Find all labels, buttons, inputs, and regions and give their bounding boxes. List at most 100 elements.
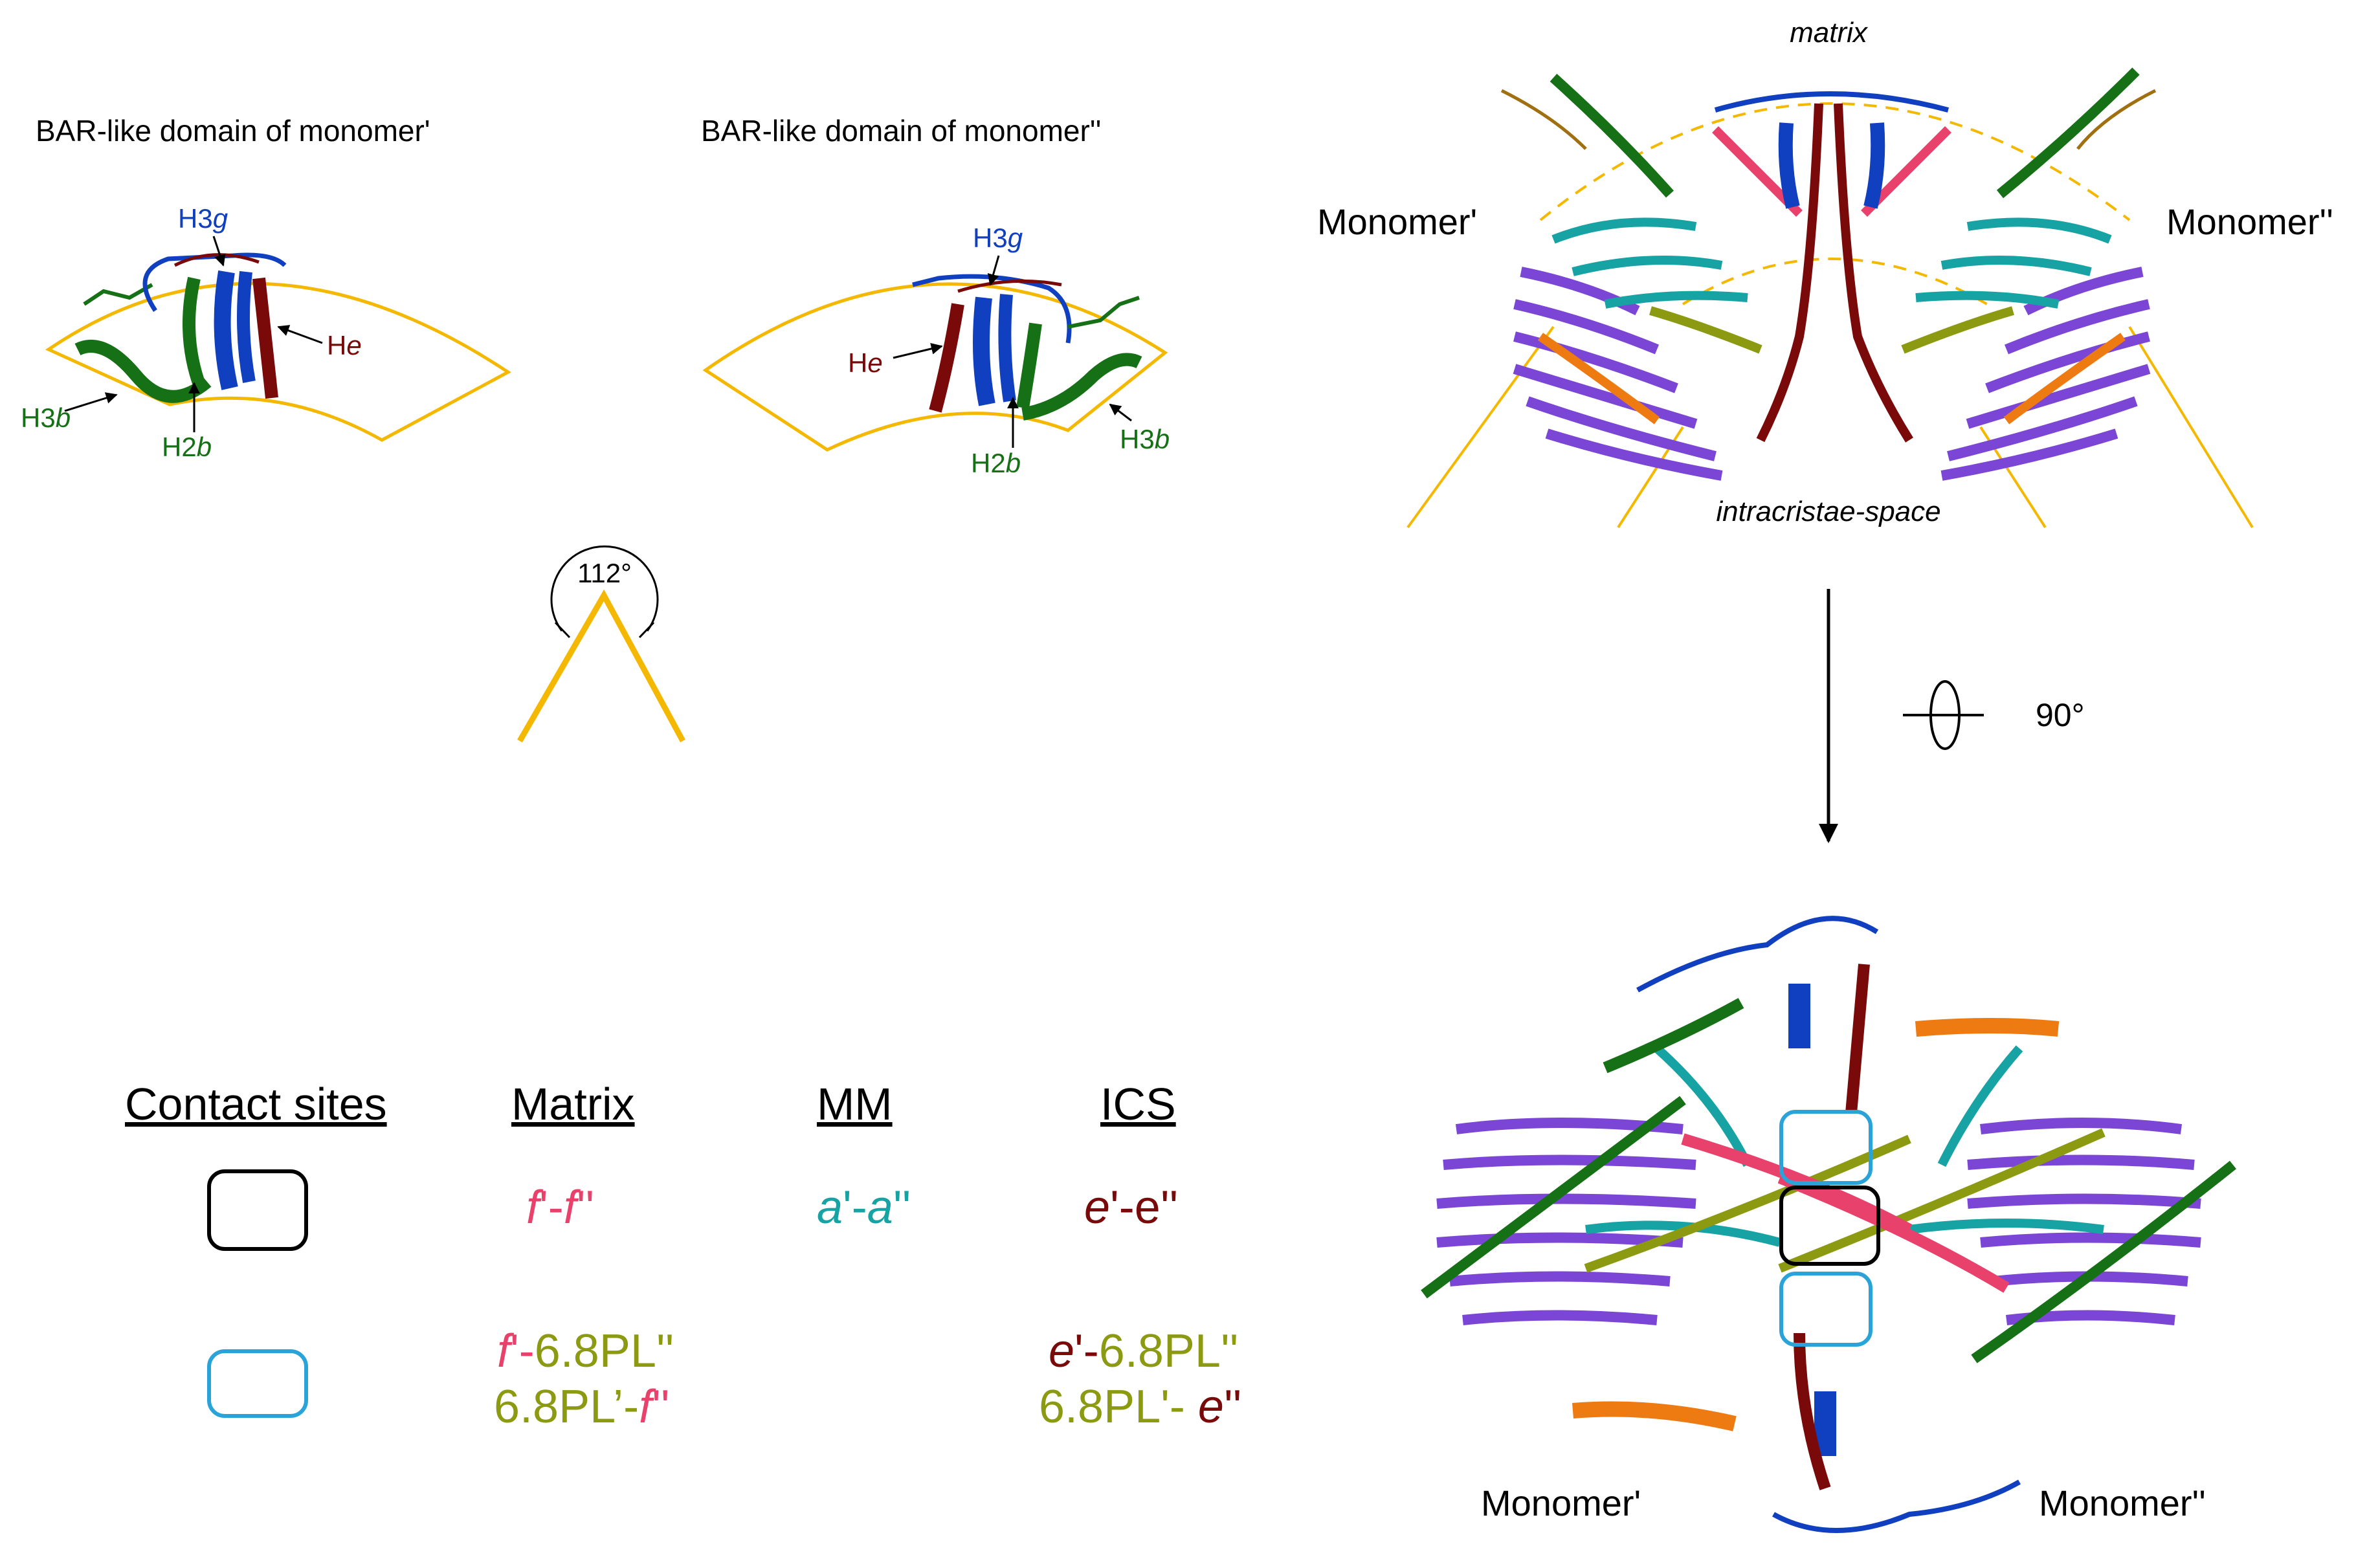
rotation-indicator: 90° (1819, 589, 2085, 843)
right-bar-domain: BAR-like domain of monomer'' H3g He H2b … (701, 114, 1170, 478)
right-label-h3g: H3g (973, 223, 1023, 253)
header-ics: ICS (1100, 1079, 1176, 1129)
angle-label: 112° (577, 558, 632, 588)
top-label-monomer-left: Monomer' (1317, 201, 1477, 242)
left-helix-h2b (183, 276, 207, 391)
right-helix-h3b (1021, 353, 1142, 421)
top-purple-right (1940, 267, 2151, 481)
legend-box-cyan (207, 1349, 308, 1418)
top-darkred-left (1756, 103, 1823, 443)
bottom-orange-top (1915, 1018, 2060, 1037)
right-helix-h3g (973, 296, 995, 406)
left-bar-domain: BAR-like domain of monomer' H3g He H3b H… (21, 114, 511, 462)
right-helix-he (929, 303, 964, 413)
bottom-label-monomer-left: Monomer' (1481, 1483, 1641, 1523)
top-structure-view: matrix intracristae-space Monomer' Monom… (1317, 17, 2333, 529)
left-arrow-h3g (212, 236, 226, 267)
top-olive-right (1901, 306, 2014, 354)
top-teal-right (1915, 217, 2112, 309)
row2-matrix-line2: 6.8PL’-f'' (494, 1381, 670, 1433)
bottom-darkred-top (1845, 964, 1870, 1114)
top-green-left (1550, 74, 1674, 198)
left-helix-h3g-b (237, 271, 256, 383)
bottom-olive (1584, 1128, 2106, 1273)
bottom-darkred-bottom (1794, 1332, 1831, 1490)
left-helix-h3b (74, 340, 212, 403)
row2-matrix-line1: f'-6.8PL'' (497, 1325, 674, 1377)
top-outline-right-outer (2128, 326, 2254, 529)
right-loop-green (1067, 296, 1140, 329)
left-loop-green (83, 283, 153, 306)
left-label-h3g: H3g (178, 203, 228, 234)
right-loop-darkred (957, 279, 1062, 293)
right-domain-title: BAR-like domain of monomer'' (701, 114, 1101, 148)
top-brown-right (2076, 89, 2157, 150)
rotation-label: 90° (2036, 697, 2085, 733)
legend-box-black (207, 1169, 308, 1251)
left-domain-title: BAR-like domain of monomer' (36, 114, 430, 148)
left-helix-h3g (214, 270, 238, 390)
row1-matrix: f'-f'' (526, 1182, 594, 1233)
top-blue-right (1863, 122, 1885, 209)
top-darkred-right (1834, 103, 1913, 443)
right-helix-h2b (1016, 322, 1042, 409)
bottom-structure-view: Monomer' Monomer'' (1421, 916, 2236, 1533)
top-teal-left (1551, 217, 1748, 309)
right-label-h3b: H3b (1120, 424, 1170, 454)
right-arrow-h3g (987, 255, 1000, 286)
contact-sites-table: Contact sites Matrix MM ICS f'-f'' a'-a'… (125, 1079, 1241, 1433)
angle-tick-right (638, 621, 655, 639)
left-label-h2b: H2b (162, 432, 212, 462)
left-loop-blue (142, 252, 287, 312)
bottom-contact-box-cyan-top (1779, 1110, 1872, 1185)
top-blue-left (1778, 122, 1800, 209)
bottom-green-top (1603, 998, 1744, 1074)
right-helix-h3g-b (998, 294, 1016, 403)
header-mm: MM (817, 1079, 893, 1129)
angle-symbol: 112° (517, 545, 685, 743)
top-orange-left (1537, 333, 1660, 425)
angle-arc (550, 545, 659, 632)
top-outline-left-outer (1406, 326, 1555, 529)
row2-ics-line1: e'-6.8PL'' (1049, 1325, 1238, 1377)
left-helix-he (252, 277, 278, 399)
bottom-green-right (1971, 1160, 2236, 1364)
bottom-contact-box-black (1779, 1186, 1880, 1266)
bottom-blue-bottom-loop (1772, 1479, 2021, 1533)
right-arrow-he (893, 343, 943, 359)
row2-ics-line2: 6.8PL'- e'' (1039, 1381, 1241, 1433)
left-domain-outline (45, 282, 511, 442)
bottom-orange-bottom (1572, 1401, 1737, 1431)
right-loop-blue (912, 274, 1072, 344)
top-blue-loop (1714, 91, 1950, 113)
right-arrow-h3b (1109, 403, 1132, 422)
left-arrow-h3b (64, 392, 118, 412)
angle-tick-left (554, 621, 571, 639)
top-label-monomer-right: Monomer'' (2166, 201, 2333, 242)
header-matrix: Matrix (511, 1079, 635, 1129)
top-olive-left (1649, 306, 1762, 354)
right-label-he: He (848, 348, 883, 378)
row1-mm: a'-a'' (817, 1182, 911, 1233)
left-label-h3b: H3b (21, 403, 71, 433)
rotation-ellipse (1929, 680, 1961, 750)
right-domain-outline (702, 282, 1168, 452)
bottom-label-monomer-right: Monomer'' (2039, 1483, 2206, 1523)
header-contact-sites: Contact sites (125, 1079, 387, 1129)
top-dashed-arc-inner (1682, 258, 1988, 305)
top-orange-right (2003, 333, 2126, 425)
left-label-he: He (327, 330, 362, 360)
top-label-ics: intracristae-space (1716, 496, 1940, 527)
top-label-matrix: matrix (1790, 17, 1869, 49)
bottom-teal (1585, 1044, 2104, 1247)
left-arrow-he (277, 325, 323, 344)
top-green-right (1996, 67, 2140, 199)
bottom-contact-box-cyan-bottom (1779, 1272, 1872, 1347)
top-brown-left (1500, 89, 1587, 150)
angle-lines (517, 589, 685, 743)
row1-ics: e'-e'' (1084, 1182, 1178, 1233)
right-label-h2b: H2b (971, 448, 1021, 478)
bottom-green-left (1421, 1096, 1686, 1299)
bottom-blue-top-loop (1636, 916, 1879, 993)
